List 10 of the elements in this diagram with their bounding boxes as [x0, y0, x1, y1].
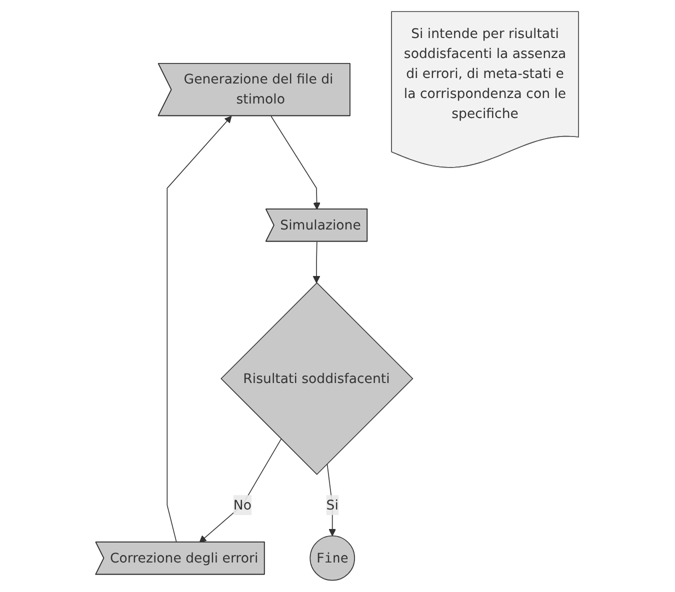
arrow	[271, 116, 321, 210]
edge-label: No	[234, 496, 252, 513]
arrow	[313, 241, 321, 284]
arrow	[327, 463, 336, 536]
flowchart: Generazione del file di stimolo Si intende per risultati soddisfacenti la assenza di errori, di meta-stati e la corrispondenza con le specifiche Simulazione Risultati soddisfacenti No Si Correzione degli errori Fine	[89, 5, 586, 587]
edge-label: Si	[326, 496, 339, 513]
arrow	[200, 438, 282, 543]
node-diamond	[220, 282, 414, 475]
node-circle	[310, 535, 356, 581]
arrow	[167, 116, 232, 543]
